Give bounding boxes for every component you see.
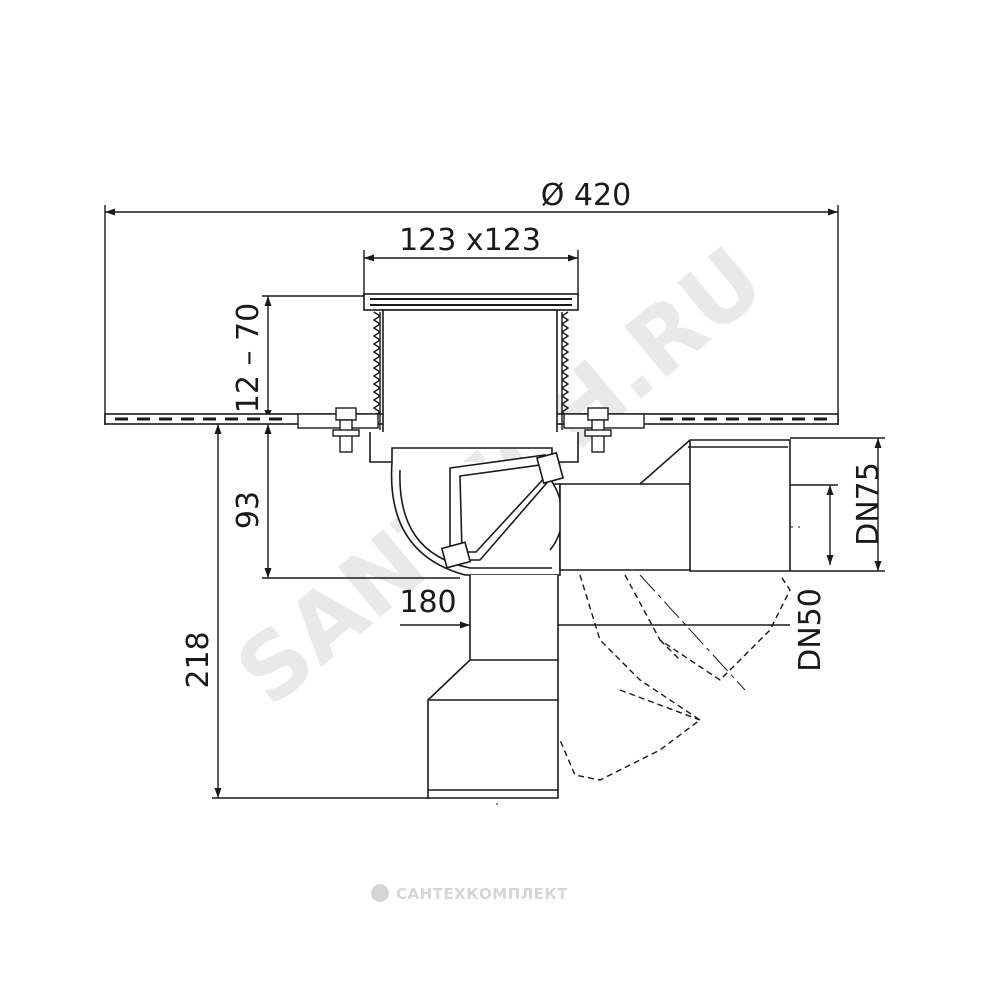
dim-outlet-bottom: DN50 (793, 588, 828, 672)
vertical-outlet (427, 575, 559, 799)
side-outlet (559, 439, 791, 572)
footer-logo-text: САНТЕХКОМПЛЕКТ (396, 885, 568, 903)
dim-horizontal-offset: 180 (399, 585, 456, 620)
logo-icon (371, 884, 389, 902)
dim-grate-size: 123 x123 (399, 223, 541, 258)
dim-body-height: 93 (231, 491, 266, 529)
alternative-outlets-dashed (559, 574, 791, 781)
dim-total-height: 218 (181, 631, 216, 688)
dimension-labels: Ø 420 123 x123 12 – 70 93 218 180 DN75 D… (181, 178, 886, 689)
footer-logo: САНТЕХКОМПЛЕКТ (371, 884, 568, 903)
dim-overall-diameter: Ø 420 (541, 178, 631, 213)
flap-valve (440, 451, 565, 569)
threaded-walls (372, 311, 570, 430)
dimension-lines (104, 205, 885, 799)
dim-outlet-side: DN75 (851, 462, 886, 546)
dim-height-adjust: 12 – 70 (231, 303, 266, 413)
clamp-bolts (297, 407, 645, 453)
grate-insert (363, 293, 579, 441)
